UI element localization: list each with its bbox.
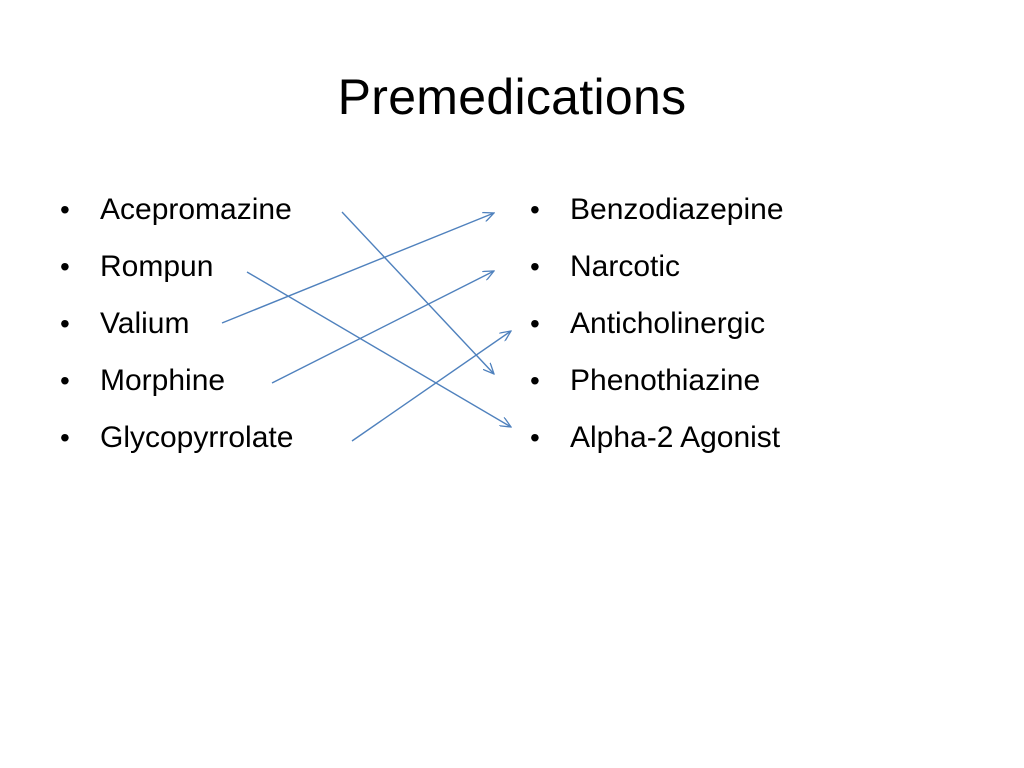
class-label: Narcotic: [570, 250, 681, 283]
drug-list: •Acepromazine •Rompun •Valium •Morphine …: [60, 186, 293, 471]
bullet-icon: •: [60, 194, 70, 225]
drug-label: Rompun: [100, 250, 214, 283]
list-item: • Alpha-2 Agonist: [530, 414, 784, 471]
list-item: • Valium: [60, 300, 293, 357]
slide-title: Premedications: [337, 69, 687, 125]
class-label: Anticholinergic: [570, 307, 766, 340]
list-item: • Phenothiazine: [530, 357, 784, 414]
list-item: • Acepromazine: [60, 186, 293, 243]
list-item: • Morphine: [60, 357, 293, 414]
drug-label: Glycopyrrolate: [100, 421, 294, 454]
class-label: Phenothiazine: [570, 364, 761, 397]
bullet-icon: •: [60, 422, 70, 453]
list-item: • Narcotic: [530, 243, 784, 300]
class-label: Benzodiazepine: [570, 193, 784, 226]
bullet-icon: •: [530, 194, 540, 225]
bullet-icon: •: [60, 365, 70, 396]
drug-label: Valium: [100, 307, 190, 340]
arrow-acepromazine-phenothiazine: [341, 211, 494, 374]
bullet-icon: •: [60, 251, 70, 282]
drug-class-list: • Benzodiazepine • Narcotic • Anticholinerg…: [530, 186, 784, 471]
bullet-icon: •: [530, 422, 540, 453]
drug-label: Morphine: [100, 364, 226, 397]
arrow-glycopyrrolate-anticholinergic: [351, 331, 511, 442]
class-label: Alpha-2 Agonist: [570, 421, 781, 454]
bullet-icon: •: [60, 308, 70, 339]
bullet-icon: •: [530, 251, 540, 282]
list-item: • Anticholinergic: [530, 300, 784, 357]
list-item: • Glycopyrrolate: [60, 414, 293, 471]
bullet-icon: •: [530, 308, 540, 339]
list-item: • Benzodiazepine: [530, 186, 784, 243]
bullet-icon: •: [530, 365, 540, 396]
drug-label: Acepromazine: [100, 193, 292, 226]
arrow-morphine-narcotic: [271, 271, 494, 384]
list-item: • Rompun: [60, 243, 293, 300]
